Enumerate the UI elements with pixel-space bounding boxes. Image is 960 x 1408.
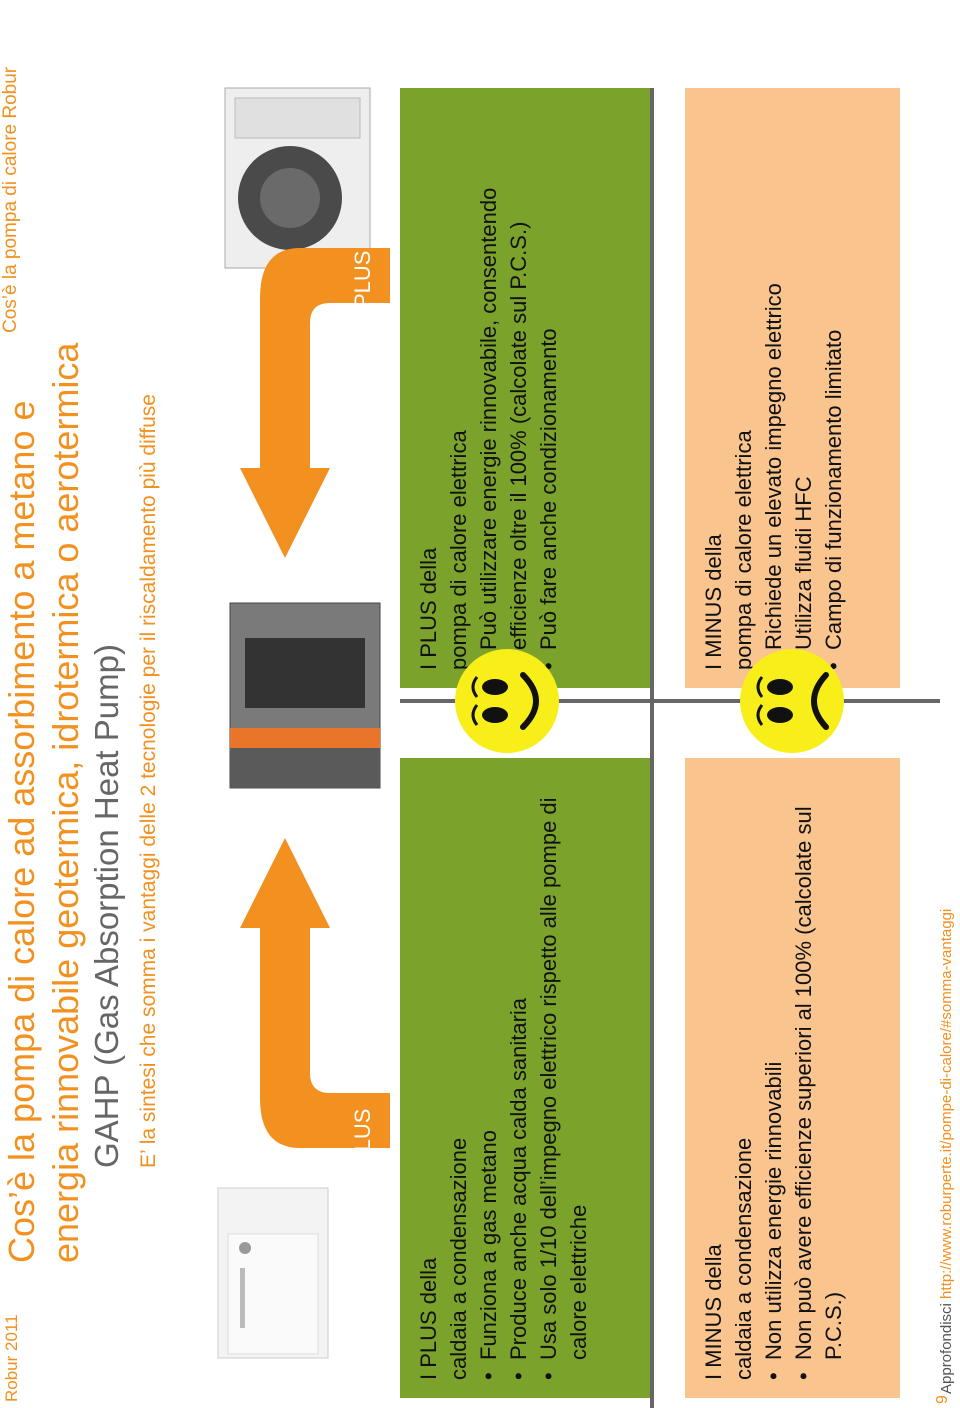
brand-year: Robur 2011	[2, 1314, 21, 1402]
horizontal-divider	[650, 88, 654, 1408]
plus-heatpump-heading2: pompa di calore elettrica	[446, 430, 471, 670]
arrow-right	[240, 248, 390, 558]
list-item: Funziona a gas metano	[474, 776, 504, 1380]
gahp-unit-image	[229, 602, 381, 789]
list-item: Può utilizzare energie rinnovabile, cons…	[474, 106, 534, 670]
list-item: Non può avere efficienze superiori al 10…	[789, 776, 849, 1380]
minus-boiler-heading1: I MINUS della	[701, 1244, 726, 1380]
page-number: 9	[934, 1395, 951, 1404]
plus-label-right: PLUS	[350, 250, 375, 308]
list-item: Può fare anche condizionamento	[534, 106, 564, 670]
list-item: Produce anche acqua calda sanitaria	[504, 776, 534, 1380]
list-item: Usa solo 1/10 dell’impegno elettrico ris…	[534, 776, 594, 1380]
minus-heatpump-panel: I MINUS della pompa di calore elettrica …	[685, 88, 900, 688]
list-item: Campo di funzionamento limitato	[819, 106, 849, 670]
arrow-left	[240, 838, 390, 1148]
list-item: Richiede un elevato impegno elettrico	[759, 106, 789, 670]
reference-url[interactable]: http://www.roburperte.it/pompe-di-calore…	[938, 908, 955, 1299]
list-item: Non utilizza energie rinnovabili	[759, 776, 789, 1380]
reference-link[interactable]: Approfondisci http://www.roburperte.it/p…	[938, 909, 955, 1394]
plus-boiler-panel: I PLUS della caldaia a condensazione Fun…	[400, 758, 650, 1398]
condensing-boiler-image	[217, 1187, 329, 1359]
sad-smiley-icon	[740, 649, 844, 753]
title-line-3: GAHP (Gas Absorption Heat Pump)	[88, 644, 125, 1168]
electric-heatpump-image	[224, 87, 371, 269]
plus-heatpump-heading1: I PLUS della	[416, 547, 441, 670]
minus-boiler-panel: I MINUS della caldaia a condensazione No…	[685, 758, 900, 1398]
plus-boiler-heading2: caldaia a condensazione	[446, 1137, 471, 1380]
title-line-2: energia rinnovabile geotermica, idroterm…	[45, 342, 86, 1263]
minus-boiler-heading2: caldaia a condensazione	[731, 1137, 756, 1380]
plus-label-left: PLUS	[350, 1108, 375, 1166]
happy-smiley-icon	[455, 649, 559, 753]
minus-heatpump-heading1: I MINUS della	[701, 534, 726, 670]
minus-heatpump-heading2: pompa di calore elettrica	[731, 430, 756, 670]
plus-heatpump-panel: I PLUS della pompa di calore elettrica P…	[400, 88, 650, 688]
reference-label: Approfondisci	[938, 1303, 955, 1394]
list-item: Utilizza fluidi HFC	[789, 106, 819, 670]
plus-boiler-heading1: I PLUS della	[416, 1257, 441, 1380]
title-line-1: Cos’è la pompa di calore ad assorbimento…	[1, 400, 42, 1264]
subtitle: E’ la sintesi che somma i vantaggi delle…	[137, 394, 160, 1168]
